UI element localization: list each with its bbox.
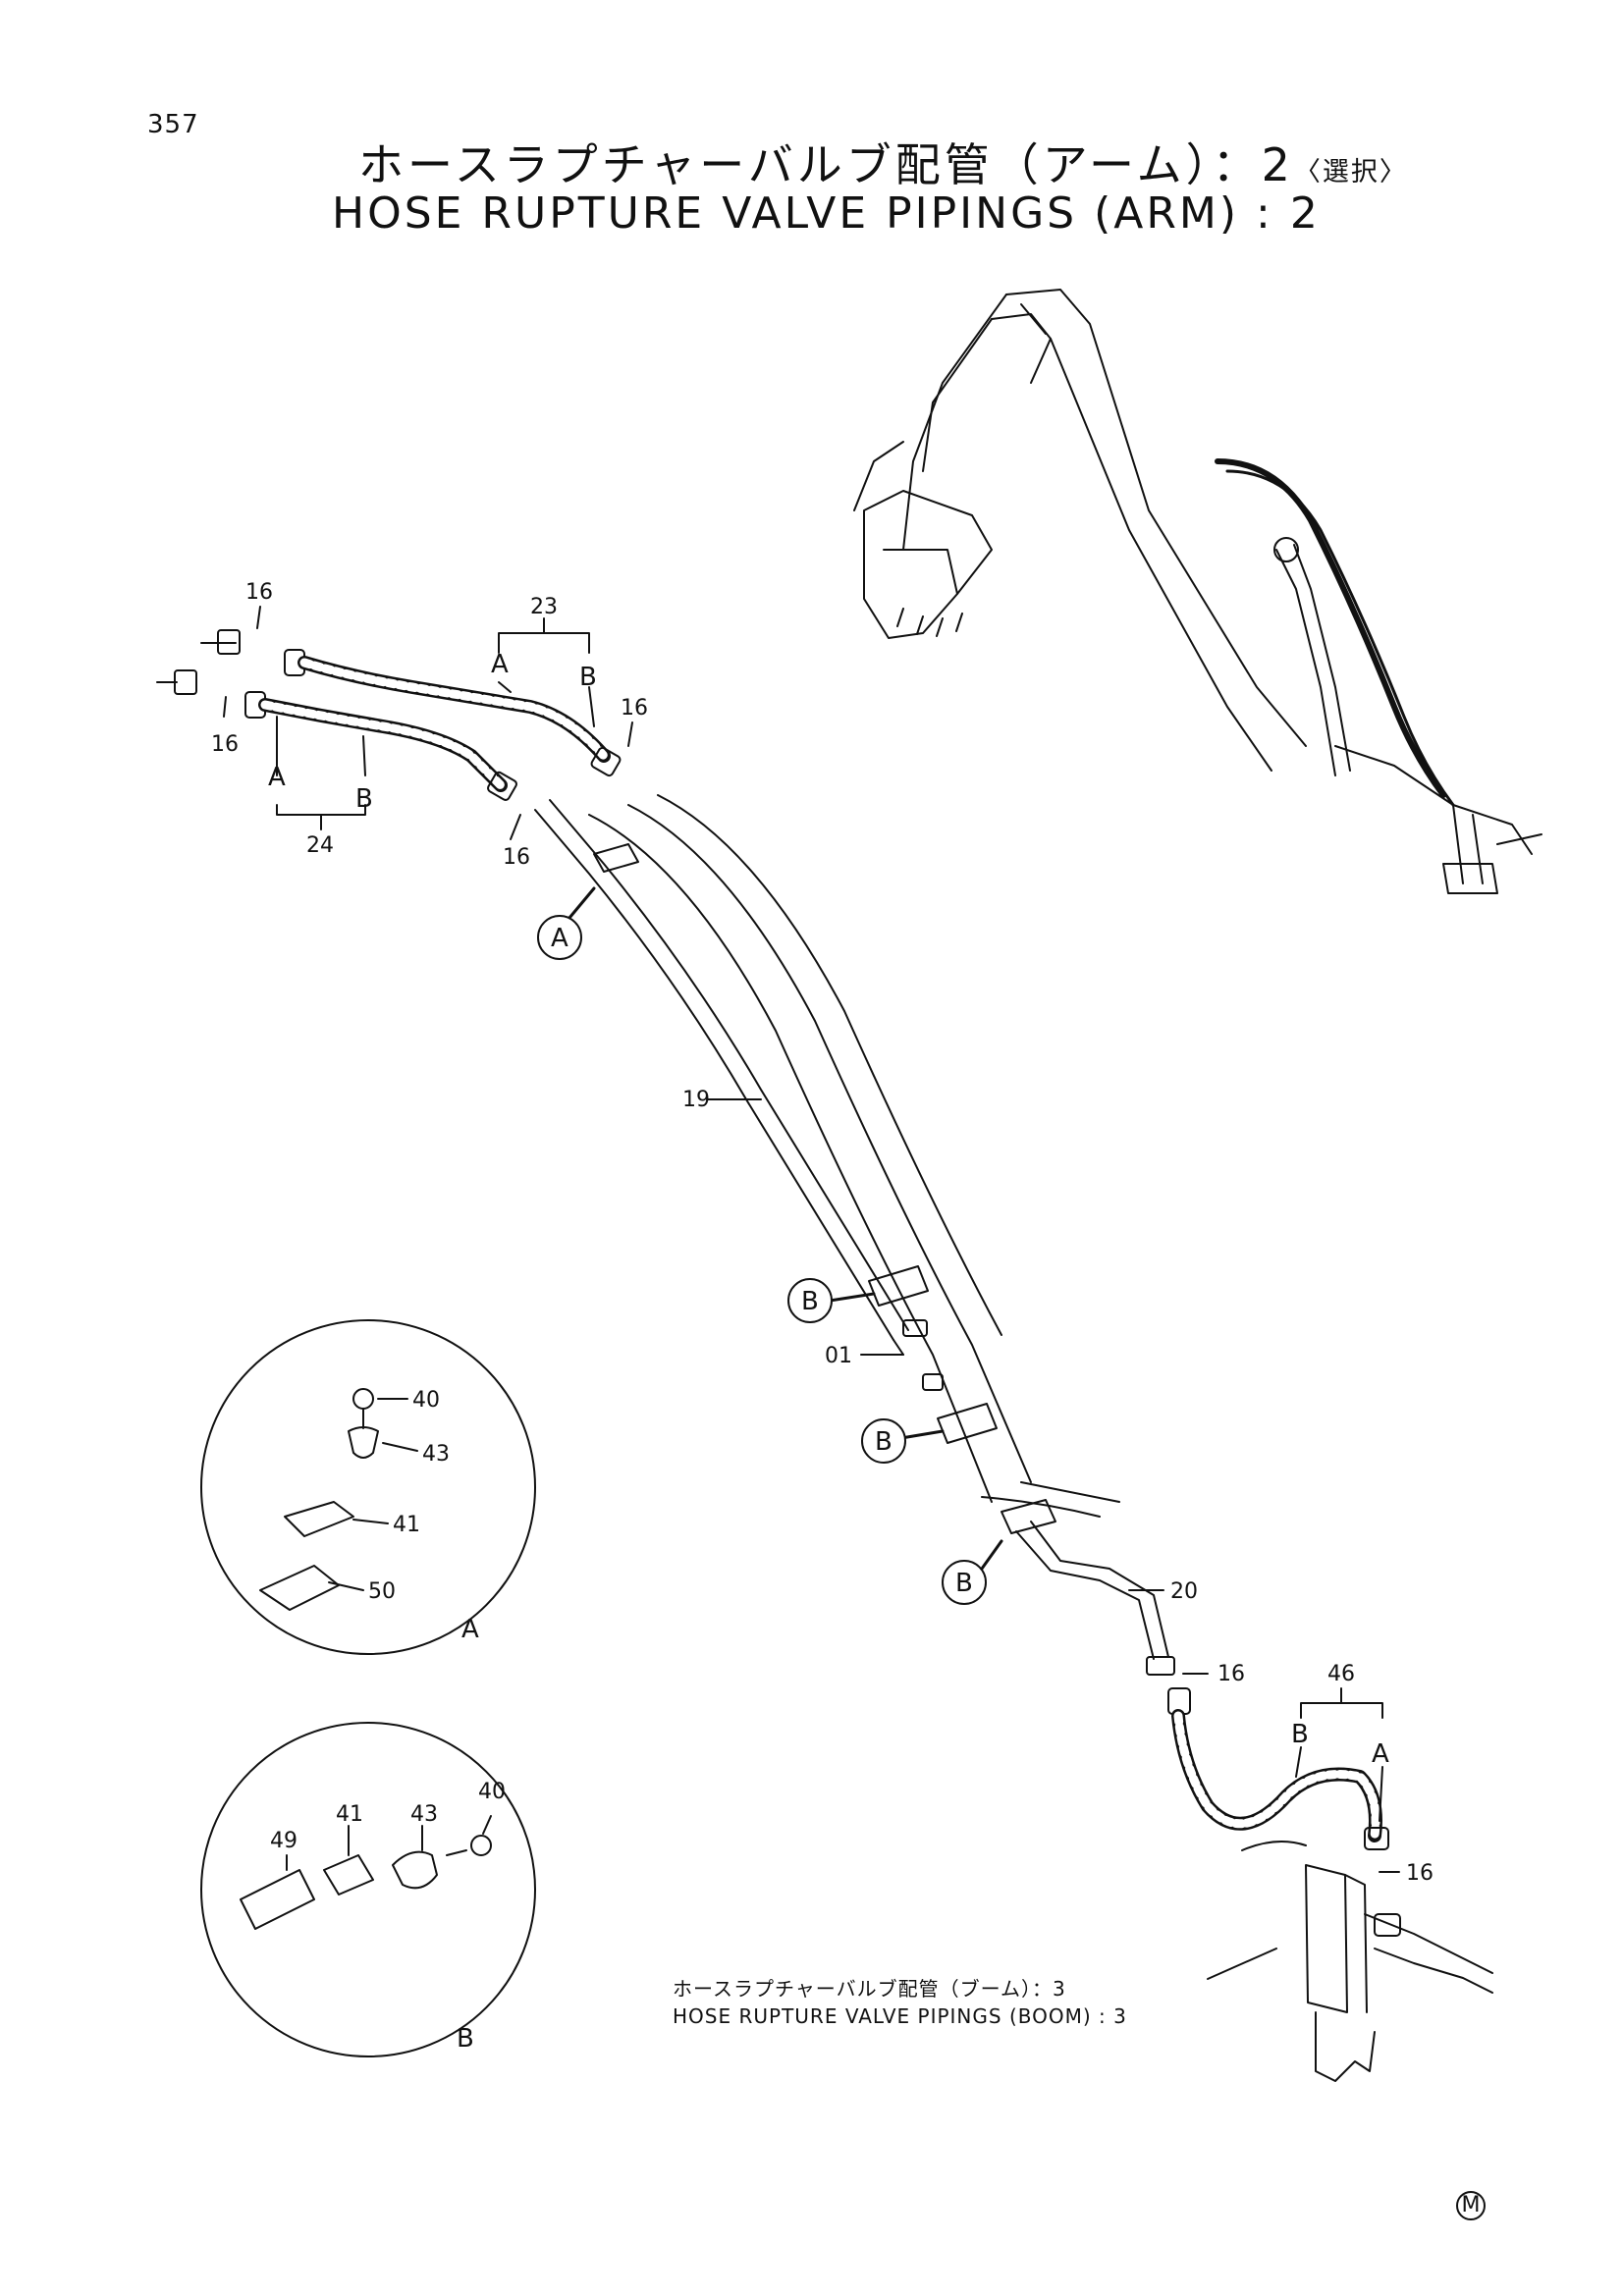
callout-labels: 16 16 16 16 16 16 23 24 19 20 01 46 A B … bbox=[211, 580, 1434, 2054]
detail-marker-b-2: B bbox=[875, 1427, 893, 1457]
detail-marker-a: A bbox=[551, 924, 568, 953]
detail-markers bbox=[537, 915, 987, 1605]
title-japanese-main: ホースラプチャーバルブ配管（アーム）：2 bbox=[358, 138, 1294, 191]
reference-en: HOSE RUPTURE VALVE PIPINGS (BOOM) : 3 bbox=[673, 2004, 1127, 2028]
detail-marker-letters: A B B B bbox=[551, 924, 973, 1598]
title-english: HOSE RUPTURE VALVE PIPINGS (ARM) : 2 bbox=[332, 188, 1321, 239]
excavator-silhouette bbox=[853, 289, 1542, 894]
hose-24-end-b: B bbox=[355, 784, 373, 814]
detail-a-part-41: 41 bbox=[393, 1513, 420, 1537]
detail-a-part-43: 43 bbox=[422, 1442, 450, 1467]
callout-16-f: 16 bbox=[1406, 1861, 1434, 1886]
title-japanese: ホースラプチャーバルブ配管（アーム）：2〈選択〉 bbox=[358, 130, 1408, 194]
detail-b-part-43: 43 bbox=[410, 1802, 438, 1827]
arm-body bbox=[588, 794, 1120, 1518]
hose-46 bbox=[1167, 1687, 1389, 1850]
callout-16-d: 16 bbox=[503, 845, 530, 870]
detail-b-label: B bbox=[457, 2024, 474, 2054]
detail-marker-b-1: B bbox=[801, 1287, 819, 1316]
boom-bracket bbox=[1241, 1841, 1493, 2082]
pipe-20 bbox=[1015, 1521, 1175, 1676]
detail-a-label: A bbox=[461, 1615, 479, 1644]
callout-46: 46 bbox=[1327, 1662, 1355, 1686]
detail-a-part-50: 50 bbox=[368, 1579, 396, 1604]
detail-a-part-40: 40 bbox=[412, 1388, 440, 1413]
hose-24-end-a: A bbox=[268, 763, 286, 792]
detail-b-part-40: 40 bbox=[478, 1780, 506, 1804]
callout-24: 24 bbox=[306, 833, 334, 858]
callout-19: 19 bbox=[682, 1088, 710, 1112]
callout-16-b: 16 bbox=[211, 732, 239, 757]
hose-23-end-a: A bbox=[491, 650, 509, 679]
detail-b-part-49: 49 bbox=[270, 1829, 298, 1853]
hose-46-end-b: B bbox=[1291, 1720, 1309, 1749]
callout-01: 01 bbox=[825, 1344, 852, 1368]
pipe-19 bbox=[534, 799, 909, 1356]
callout-16-a: 16 bbox=[245, 580, 273, 605]
hose-24 bbox=[156, 669, 517, 801]
title-japanese-sub: 〈選択〉 bbox=[1293, 157, 1408, 187]
detail-b bbox=[200, 1722, 536, 2057]
reference-jp: ホースラプチャーバルブ配管（ブーム）：3 bbox=[673, 1977, 1066, 2001]
detail-b-part-41: 41 bbox=[336, 1802, 363, 1827]
callout-16-c: 16 bbox=[621, 696, 648, 721]
callout-23: 23 bbox=[530, 595, 558, 619]
page-number: 357 bbox=[147, 110, 199, 139]
clamps bbox=[593, 843, 1056, 1534]
callout-16-e: 16 bbox=[1217, 1662, 1245, 1686]
corner-mark: M bbox=[1456, 2191, 1486, 2220]
callout-20: 20 bbox=[1170, 1579, 1198, 1604]
hose-23 bbox=[200, 629, 622, 777]
hose-23-end-b: B bbox=[579, 663, 597, 692]
hose-46-end-a: A bbox=[1372, 1739, 1389, 1769]
detail-marker-b-3: B bbox=[955, 1569, 973, 1598]
detail-a bbox=[200, 1319, 536, 1655]
